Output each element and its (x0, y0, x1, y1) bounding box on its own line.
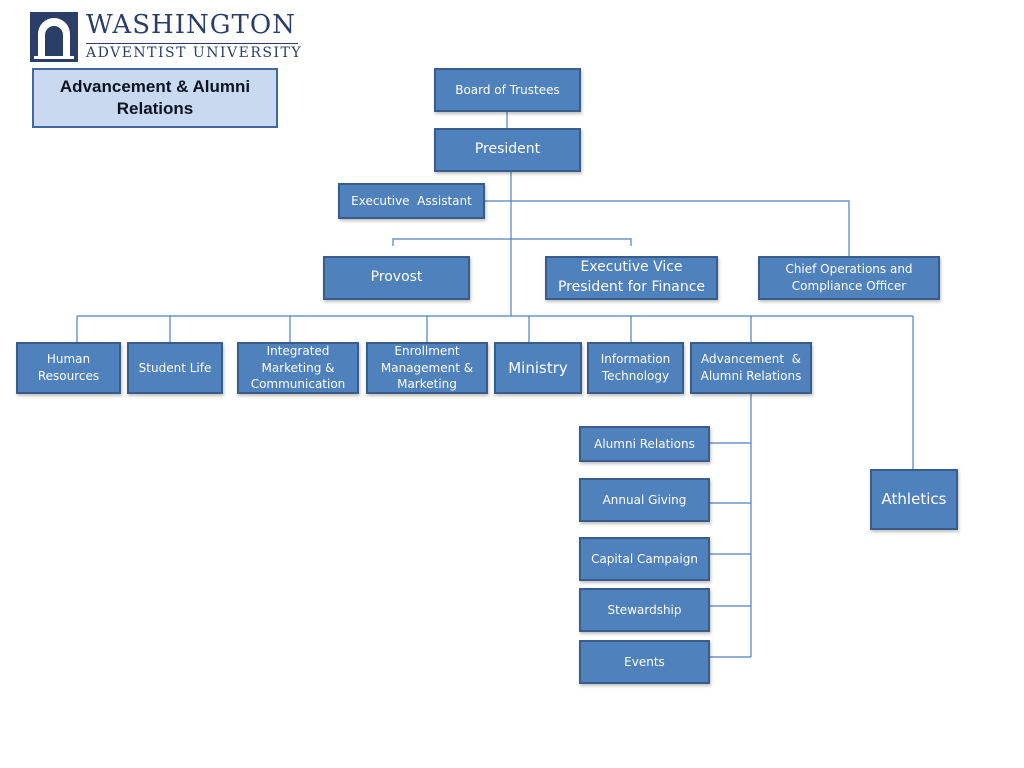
node-annual-giving: Annual Giving (579, 478, 710, 522)
node-board-of-trustees: Board of Trustees (434, 68, 581, 112)
node-advancement-alumni-relations: Advancement & Alumni Relations (690, 342, 812, 394)
archway-logo-icon (30, 12, 78, 62)
logo-subtitle: ADVENTIST UNIVERSITY (86, 45, 303, 61)
node-executive-assistant: Executive Assistant (338, 183, 485, 219)
node-human-resources: Human Resources (16, 342, 121, 394)
node-student-life: Student Life (127, 342, 223, 394)
university-logo: WASHINGTON ADVENTIST UNIVERSITY (30, 10, 303, 64)
logo-divider (86, 43, 298, 44)
node-information-technology: Information Technology (587, 342, 684, 394)
node-enrollment-management: Enrollment Management & Marketing (366, 342, 488, 394)
node-integrated-marketing: Integrated Marketing & Communication (237, 342, 359, 394)
node-athletics: Athletics (870, 469, 958, 530)
node-alumni-relations: Alumni Relations (579, 426, 710, 462)
logo-wordmark: WASHINGTON (86, 10, 296, 40)
node-stewardship: Stewardship (579, 588, 710, 632)
node-ministry: Ministry (494, 342, 582, 394)
node-evp-finance: Executive Vice President for Finance (545, 256, 718, 300)
node-provost: Provost (323, 256, 470, 300)
node-capital-campaign: Capital Campaign (579, 537, 710, 581)
node-president: President (434, 128, 581, 172)
connector-exec-assistant-coo (485, 200, 850, 256)
connector-provost-evp (392, 238, 632, 246)
node-events: Events (579, 640, 710, 684)
node-chief-operations-officer: Chief Operations and Compliance Officer (758, 256, 940, 300)
page-title: Advancement & Alumni Relations (32, 68, 278, 128)
